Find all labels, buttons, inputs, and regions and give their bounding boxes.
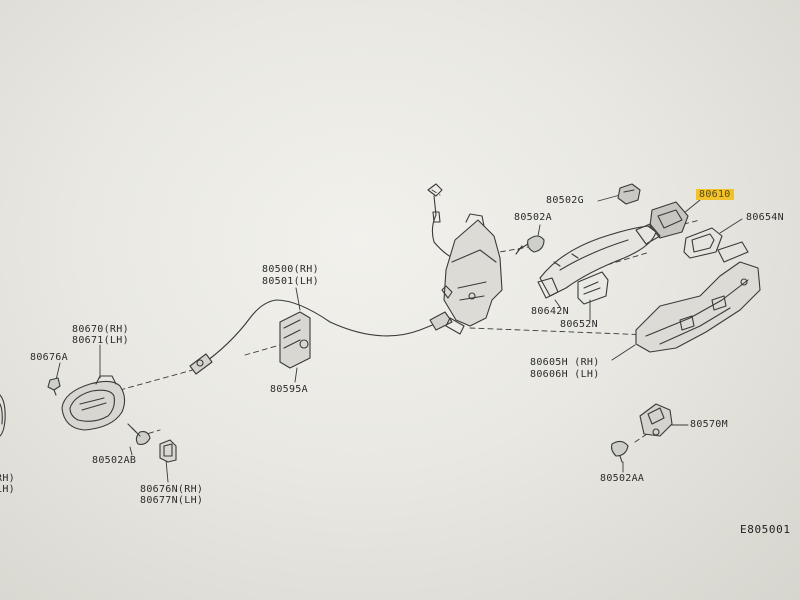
part-label-80502ab: 80502AB — [92, 455, 137, 466]
highlight-marker: 80610 — [696, 189, 734, 200]
assembly-dash-lines — [119, 189, 701, 443]
part-label-80605h: 80605H (RH) — [530, 357, 600, 368]
screw-80502ab — [127, 423, 151, 445]
part-label-80502g: 80502G — [546, 195, 584, 206]
inside-handle — [61, 375, 126, 431]
part-label-80570m: 80570M — [690, 419, 728, 430]
part-label-80500: 80500(RH) — [262, 264, 319, 275]
edge-label-lh: LH) — [0, 484, 15, 495]
handle-bracket-80605h — [635, 241, 761, 353]
bracket-80570m — [639, 403, 673, 437]
gasket-80652n — [577, 271, 609, 305]
part-label-80676a: 80676A — [30, 352, 68, 363]
key-cylinder-80610 — [649, 201, 689, 239]
clip-80676n — [159, 439, 177, 463]
screw-80502aa — [610, 440, 629, 463]
part-label-80670: 80670(RH) — [72, 324, 129, 335]
screw-80502a — [515, 235, 545, 255]
part-label-80501: 80501(LH) — [262, 276, 319, 287]
part-label-80502a: 80502A — [514, 212, 552, 223]
gasket-80654n — [683, 227, 723, 259]
cable-80500 — [189, 299, 453, 375]
part-label-80676n: 80676N(RH) — [140, 484, 204, 495]
screw-80676a — [47, 377, 61, 396]
part-label-80610: 80610 — [696, 189, 734, 200]
cap-80502g — [617, 183, 641, 205]
outside-handle — [537, 223, 661, 299]
part-label-80652n: 80652N — [560, 319, 598, 330]
part-label-80642n: 80642N — [531, 306, 569, 317]
drawing-code: E805001 — [740, 523, 791, 536]
part-label-80654n: 80654N — [746, 212, 784, 223]
part-label-80606h: 80606H (LH) — [530, 369, 600, 380]
part-label-80671: 80671(LH) — [72, 335, 129, 346]
door-lock-actuator — [427, 183, 503, 335]
part-label-80502aa: 80502AA — [600, 473, 645, 484]
bracket-80595a — [279, 311, 311, 369]
edge-partial-part — [0, 394, 6, 437]
part-label-80677n: 80677N(LH) — [140, 495, 204, 506]
part-label-80595a: 80595A — [270, 384, 308, 395]
edge-label-rh: RH) — [0, 473, 15, 484]
